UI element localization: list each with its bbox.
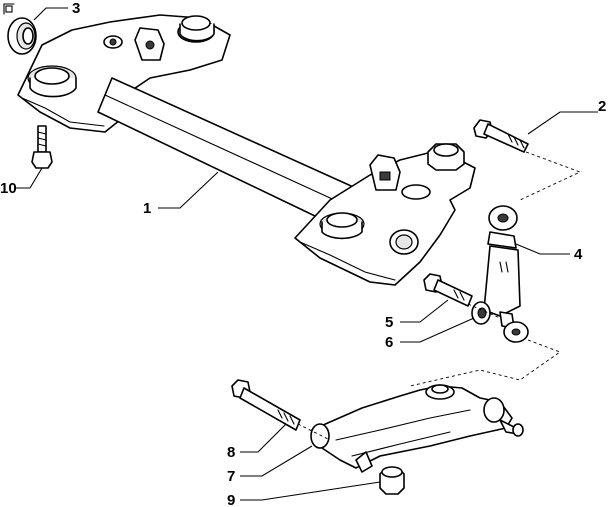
assembly-guide-lines — [297, 151, 582, 441]
callout-2: 2 — [598, 98, 606, 115]
callout-10: 10 — [0, 180, 17, 197]
callout-7: 7 — [227, 468, 235, 485]
callout-3: 3 — [72, 0, 80, 17]
callout-5: 5 — [385, 314, 393, 331]
callout-6: 6 — [385, 334, 393, 351]
callout-9: 9 — [227, 492, 235, 507]
part-4-shock-absorber — [483, 205, 529, 343]
part-7-suspension-arm — [310, 384, 524, 473]
corner-bracket-icon — [3, 3, 15, 15]
part-1-axle-beam — [17, 14, 476, 286]
part-9-nut — [379, 466, 405, 495]
part-8-bolt — [231, 379, 301, 431]
callout-8: 8 — [227, 444, 235, 461]
part-3-rubber-bushing — [7, 17, 37, 55]
part-5-bolt — [423, 273, 473, 307]
part-2-bolt — [473, 119, 529, 153]
part-10-bolt — [31, 125, 53, 169]
callout-4: 4 — [574, 246, 583, 263]
callout-1: 1 — [143, 200, 151, 217]
leader-lines — [16, 7, 598, 501]
part-6-washer — [471, 301, 491, 325]
